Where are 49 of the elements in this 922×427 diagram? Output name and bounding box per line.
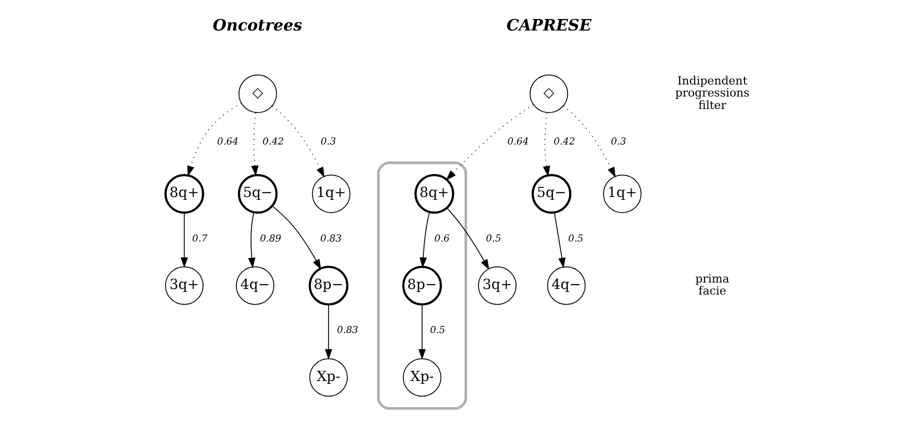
label: Oncotrees xyxy=(212,15,302,34)
edge-label: 0.5 xyxy=(430,325,446,336)
edge-label: 0.3 xyxy=(610,136,626,148)
edge-label: 0.7 xyxy=(192,233,208,244)
node-circle: Xp- xyxy=(309,358,348,397)
edge-label: 0.6 xyxy=(434,233,450,244)
label: CAPRESE xyxy=(506,15,592,34)
arrow xyxy=(542,112,550,177)
edge-label: 0.64 xyxy=(217,136,238,148)
edge-label: 0.42 xyxy=(262,136,284,148)
arrow xyxy=(324,304,332,360)
arrow xyxy=(248,212,256,268)
arrow xyxy=(420,212,430,268)
arrow xyxy=(180,212,188,268)
node-circle: 5q− xyxy=(532,174,572,214)
arrow xyxy=(251,112,259,176)
arrow xyxy=(272,105,324,178)
cluster xyxy=(377,161,468,410)
node-circle: 8q+ xyxy=(164,174,204,214)
edge-label: 0.42 xyxy=(554,136,576,148)
node-circle: 8q+ xyxy=(414,174,454,214)
label: Indipendent progressions filter xyxy=(675,73,750,112)
node-circle: 3q+ xyxy=(478,266,517,305)
node-circle: Xp- xyxy=(402,358,442,397)
node-circle: 8p− xyxy=(308,266,348,306)
arrow xyxy=(554,212,566,268)
node-circle: ◇ xyxy=(238,74,277,113)
node-circle: 5q− xyxy=(238,174,278,214)
arrow xyxy=(446,104,534,180)
edge-label: 0.3 xyxy=(320,136,336,148)
edge-label: 0.89 xyxy=(260,233,282,244)
arrow xyxy=(563,105,616,178)
arrow xyxy=(418,304,426,360)
arrow xyxy=(446,207,490,270)
edge-label: 0.5 xyxy=(568,233,584,244)
node-circle: 8p− xyxy=(402,266,442,306)
label: prima facie xyxy=(695,271,730,298)
edge-label: 0.83 xyxy=(336,325,358,336)
arrow xyxy=(272,206,322,270)
node-circle: 1q+ xyxy=(312,174,350,214)
node-circle: 1q+ xyxy=(603,174,642,214)
node-circle: 3q+ xyxy=(165,266,204,305)
arrow xyxy=(187,102,242,176)
node-circle: ◇ xyxy=(530,74,568,113)
node-circle: 4q− xyxy=(547,266,586,305)
edge-label: 0.5 xyxy=(486,233,502,244)
edge-label: 0.83 xyxy=(320,233,342,244)
node-circle: 4q− xyxy=(236,266,274,305)
edge-label: 0.64 xyxy=(507,136,529,148)
